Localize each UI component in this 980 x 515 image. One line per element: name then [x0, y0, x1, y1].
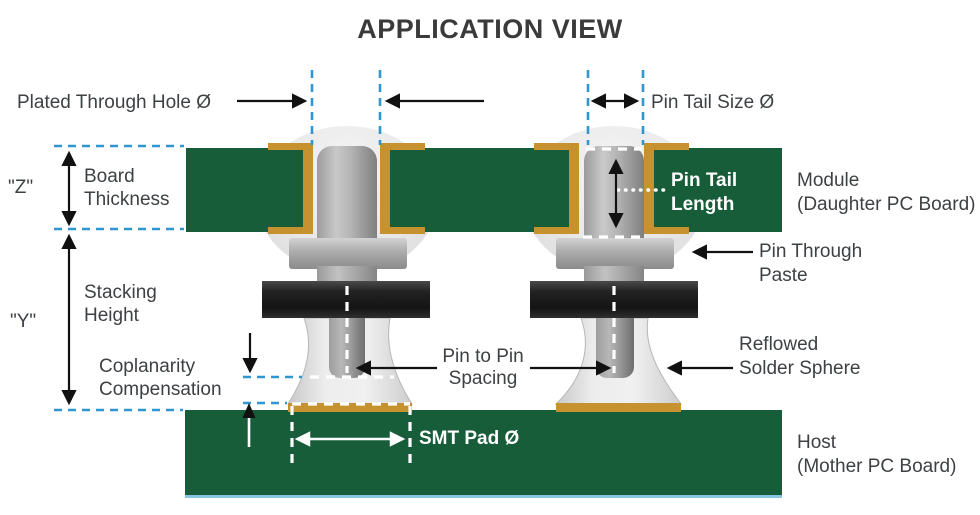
plated-hole-flange [268, 227, 313, 234]
page-title: APPLICATION VIEW [357, 14, 623, 44]
host-board [185, 410, 782, 498]
label-pin-to-pin-spacing: Pin to Pin Spacing [442, 346, 524, 389]
plated-hole-barrel [380, 143, 390, 234]
plated-hole-flange [380, 227, 425, 234]
pin-collar-left [289, 238, 407, 269]
smt-pad-right [556, 403, 681, 412]
plated-hole-flange [268, 143, 313, 150]
plated-hole-flange [380, 143, 425, 150]
white-arrows [242, 403, 406, 447]
label-pin-through-paste: Pin Through Paste [759, 241, 863, 286]
module-board-left-segment [186, 148, 304, 232]
label-reflowed-solder-sphere: Reflowed Solder Sphere [739, 334, 861, 379]
plated-hole-flange [644, 143, 689, 150]
label-host-board: Host (Mother PC Board) [797, 432, 957, 477]
label-y-ref: "Y" [10, 311, 37, 332]
white-dashed-lines [290, 147, 645, 466]
label-pin-tail-size: Pin Tail Size Ø [651, 92, 775, 113]
plated-hole-flange [534, 227, 579, 234]
label-pin-tail-length: Pin Tail Length [671, 170, 738, 215]
label-board-thickness: Board Thickness [84, 166, 170, 210]
label-smt-pad: SMT Pad Ø [419, 428, 520, 449]
blue-guide-lines [54, 70, 645, 412]
label-coplanarity: Coplanarity Compensation [99, 356, 222, 400]
plated-hole-flange [644, 227, 689, 234]
plated-hole-barrel [303, 143, 313, 234]
label-stacking-height: Stacking Height [84, 282, 157, 326]
pin-tail-left [317, 146, 377, 246]
label-plated-through-hole: Plated Through Hole Ø [17, 92, 211, 113]
module-board-right-segment [654, 148, 782, 232]
plated-hole-barrel [569, 143, 579, 234]
label-module-board: Module (Daughter PC Board) [797, 170, 976, 215]
plated-hole-flange [534, 143, 579, 150]
black-dimension-arrows [61, 93, 753, 406]
module-board-middle-segment [390, 148, 570, 232]
label-z-ref: "Z" [8, 177, 34, 198]
pin-collar-right [556, 238, 674, 269]
smt-pad-left [288, 403, 412, 412]
